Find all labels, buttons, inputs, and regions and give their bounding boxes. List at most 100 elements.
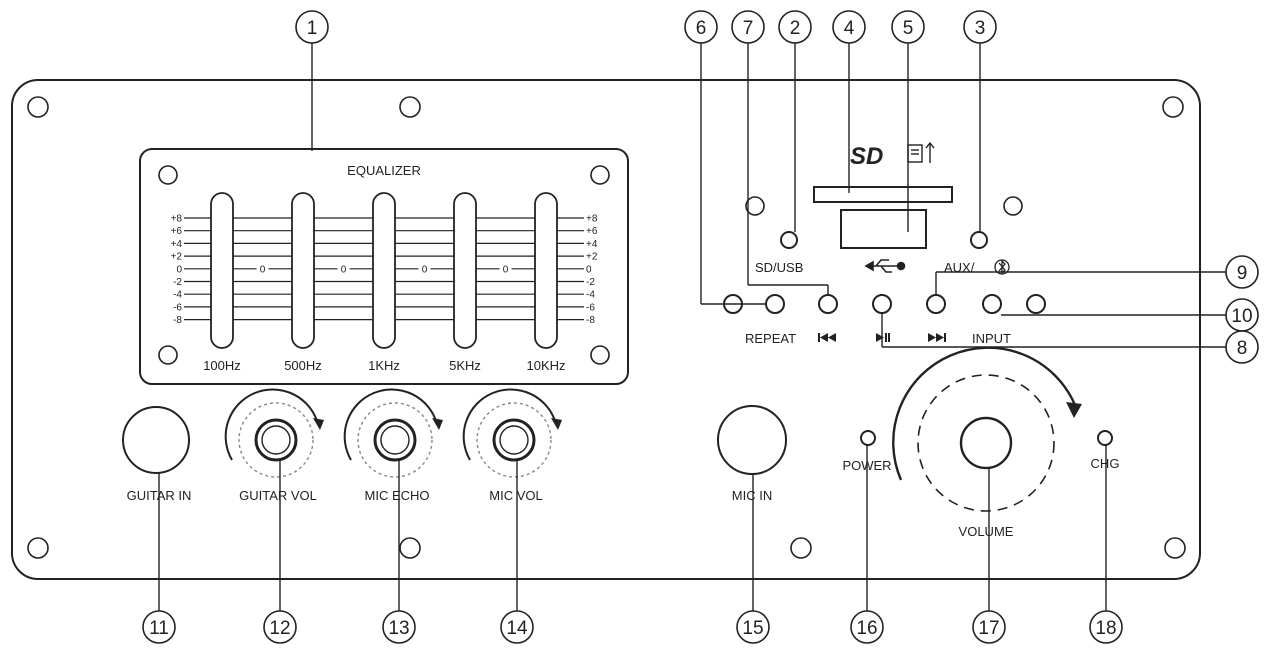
play-pause-icon (876, 333, 890, 342)
mic-vol-knob-cap (499, 425, 529, 455)
volume-dial (917, 374, 1055, 512)
eq-scale-label-right: -8 (586, 315, 595, 326)
eq-scale-label-left: +6 (171, 226, 183, 237)
power-label: POWER (842, 458, 891, 473)
callout-circle (295, 10, 329, 44)
mounting-hole (158, 165, 178, 185)
mounting-hole (399, 537, 421, 559)
eq-scale-label-left: -2 (173, 277, 182, 288)
callout-circle (891, 10, 925, 44)
volume-knob[interactable] (959, 416, 1013, 470)
repeat-button[interactable] (765, 294, 785, 314)
callout-circle (1225, 298, 1259, 332)
callout-circle (850, 610, 884, 644)
mounting-holes (27, 96, 1186, 559)
rotation-arrowheads (313, 402, 1082, 430)
mic-echo-dial (357, 402, 433, 478)
callout-circle (731, 10, 765, 44)
mounting-hole (1026, 294, 1046, 314)
mounting-hole (158, 345, 178, 365)
eq-slider-1khz[interactable] (372, 192, 396, 349)
previous-track-icon (818, 333, 836, 342)
eq-band-label: 10KHz (526, 358, 565, 373)
mounting-hole (1003, 196, 1023, 216)
callout-circle (263, 610, 297, 644)
mic-vol-knob[interactable] (492, 418, 536, 462)
eq-scale-label-left: +4 (171, 239, 183, 250)
mic-echo-label: MIC ECHO (365, 488, 430, 503)
previous-button[interactable] (818, 294, 838, 314)
eq-scale-label-right: -6 (586, 302, 595, 313)
eq-scale-label-left: -6 (173, 302, 182, 313)
eq-scale-label-right: +8 (586, 214, 598, 225)
eq-scale-label-left: +8 (171, 214, 183, 225)
next-track-icon (928, 333, 946, 342)
aux-bt-indicator (970, 231, 988, 249)
eq-scale-label-right: -2 (586, 277, 595, 288)
eq-slider-500hz[interactable] (291, 192, 315, 349)
callout-number: 15 (742, 618, 763, 639)
sd-usb-label: SD/USB (755, 260, 803, 275)
mic-echo-knob[interactable] (373, 418, 417, 462)
upload-icon (907, 141, 935, 163)
eq-zero-mark: 0 (503, 264, 509, 275)
mounting-hole (745, 196, 765, 216)
mic-in-label: MIC IN (732, 488, 772, 503)
guitar-vol-knob[interactable] (254, 418, 298, 462)
callout-number: 17 (978, 618, 999, 639)
callout-number: 18 (1095, 618, 1116, 639)
mic-in-jack[interactable] (717, 405, 787, 475)
eq-scale-label-left: +2 (171, 252, 183, 263)
equalizer-panel (139, 148, 629, 385)
play-pause-button[interactable] (872, 294, 892, 314)
usb-port[interactable] (840, 209, 927, 249)
callout-number: 9 (1237, 263, 1248, 284)
callout-number: 7 (743, 18, 754, 39)
eq-band-label: 500Hz (284, 358, 322, 373)
power-led (860, 430, 876, 446)
eq-zero-mark: 0 (341, 264, 347, 275)
guitar-in-jack[interactable] (122, 406, 190, 474)
mounting-hole (399, 96, 421, 118)
eq-scale-label-left: -4 (173, 290, 182, 301)
callout-circle (500, 610, 534, 644)
next-button[interactable] (926, 294, 946, 314)
callout-circle (736, 610, 770, 644)
chg-led (1097, 430, 1113, 446)
callout-circle (963, 10, 997, 44)
eq-zero-mark-bg (499, 262, 512, 275)
callout-number: 3 (975, 18, 986, 39)
eq-scale-label-right: +6 (586, 226, 598, 237)
eq-zero-mark: 0 (422, 264, 428, 275)
callout-leaders (158, 43, 1226, 611)
usb-icon (864, 259, 906, 273)
eq-zero-mark-bg (337, 262, 350, 275)
callout-circle (142, 610, 176, 644)
eq-scale-label-right: -4 (586, 290, 595, 301)
guitar-vol-label: GUITAR VOL (239, 488, 317, 503)
eq-scale-label-right: +4 (586, 239, 598, 250)
sd-card-slot[interactable] (813, 186, 953, 203)
mounting-hole (1162, 96, 1184, 118)
mounting-hole (27, 96, 49, 118)
callout-number: 16 (856, 618, 877, 639)
mic-vol-label: MIC VOL (489, 488, 542, 503)
eq-zero-mark-bg (256, 262, 269, 275)
eq-slider-100hz[interactable] (210, 192, 234, 349)
eq-slider-10khz[interactable] (534, 192, 558, 349)
eq-scale-label-left: 0 (176, 264, 182, 275)
aux-bt-label: AUX/ (944, 260, 975, 275)
mounting-hole (790, 537, 812, 559)
repeat-label: REPEAT (745, 331, 796, 346)
mounting-hole (1164, 537, 1186, 559)
callout-number: 10 (1231, 306, 1252, 327)
eq-slider-5khz[interactable] (453, 192, 477, 349)
mounting-hole (27, 537, 49, 559)
callout-circle (778, 10, 812, 44)
input-button[interactable] (982, 294, 1002, 314)
callout-number: 2 (790, 18, 801, 39)
callout-circle (382, 610, 416, 644)
callout-number: 6 (696, 18, 707, 39)
